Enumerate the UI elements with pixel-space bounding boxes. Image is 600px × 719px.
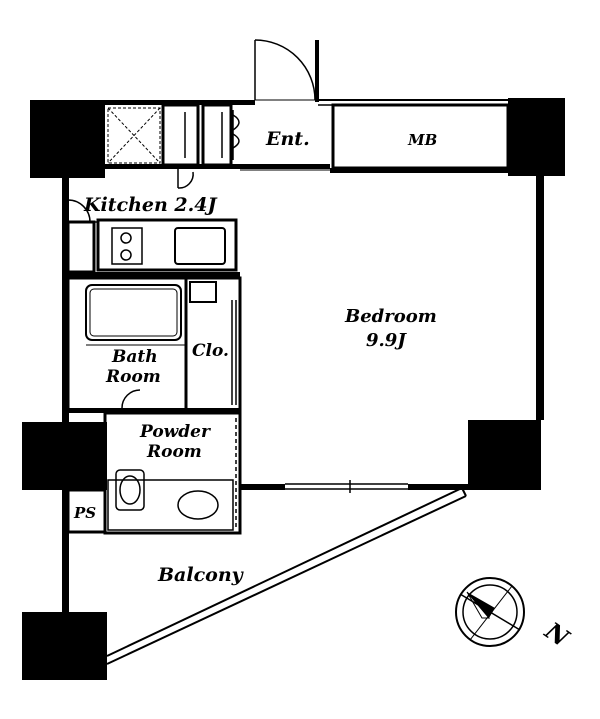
bathtub xyxy=(85,284,182,341)
entrance-closet-door[interactable] xyxy=(232,110,240,160)
north-label: N xyxy=(539,615,575,653)
wall-top-c xyxy=(330,168,508,173)
bedroom-name-label: Bedroom xyxy=(344,306,437,327)
kitchen-label: Kitchen 2.4J xyxy=(83,194,218,216)
column-bottom-left xyxy=(22,612,107,680)
entrance-door[interactable] xyxy=(254,39,319,102)
ps-box xyxy=(66,488,107,534)
ps-label: PS xyxy=(73,504,96,522)
closet-label: Clo. xyxy=(192,341,229,361)
balcony-label: Balcony xyxy=(157,564,245,586)
compass-rose-icon xyxy=(455,577,525,647)
column-top-right xyxy=(508,98,565,176)
bedroom-size-label: 9.9J xyxy=(366,330,407,351)
powder-label-2: Room xyxy=(146,442,202,462)
burner-1 xyxy=(120,232,132,244)
shoe-cabinets xyxy=(161,103,233,167)
balcony-railing xyxy=(106,487,467,665)
cooktop xyxy=(111,227,143,265)
toilet-tank xyxy=(115,469,145,511)
burner-2 xyxy=(120,249,132,261)
wall-right xyxy=(536,176,544,420)
powder-label-1: Powder xyxy=(139,422,211,442)
mb-room xyxy=(331,103,510,170)
structural-columns xyxy=(22,98,565,680)
column-mid-left xyxy=(22,422,107,490)
bath-room-walls xyxy=(66,276,188,412)
column-top-left xyxy=(30,100,105,178)
toilet-bowl xyxy=(119,475,141,505)
bath-door[interactable] xyxy=(121,389,141,409)
wall-left-lower xyxy=(62,490,69,612)
wall-bedroom-bottom-right xyxy=(408,484,468,490)
bath-label-2: Room xyxy=(105,367,161,387)
wall-top-a xyxy=(105,100,255,105)
wash-basin xyxy=(177,490,219,520)
kitchen-shaft-door xyxy=(177,168,194,189)
shaft xyxy=(107,107,161,164)
kitchen-counter xyxy=(96,218,238,272)
balcony-window[interactable] xyxy=(285,480,408,493)
bath-label-1: Bath xyxy=(111,347,158,367)
entrance-label: Ent. xyxy=(265,128,310,150)
fridge-space xyxy=(66,220,96,274)
column-mid-right xyxy=(468,420,541,490)
sink xyxy=(174,227,226,265)
wall-bedroom-bottom-left xyxy=(240,484,285,490)
mb-label: MB xyxy=(407,131,437,149)
wall-left-upper xyxy=(62,178,69,422)
